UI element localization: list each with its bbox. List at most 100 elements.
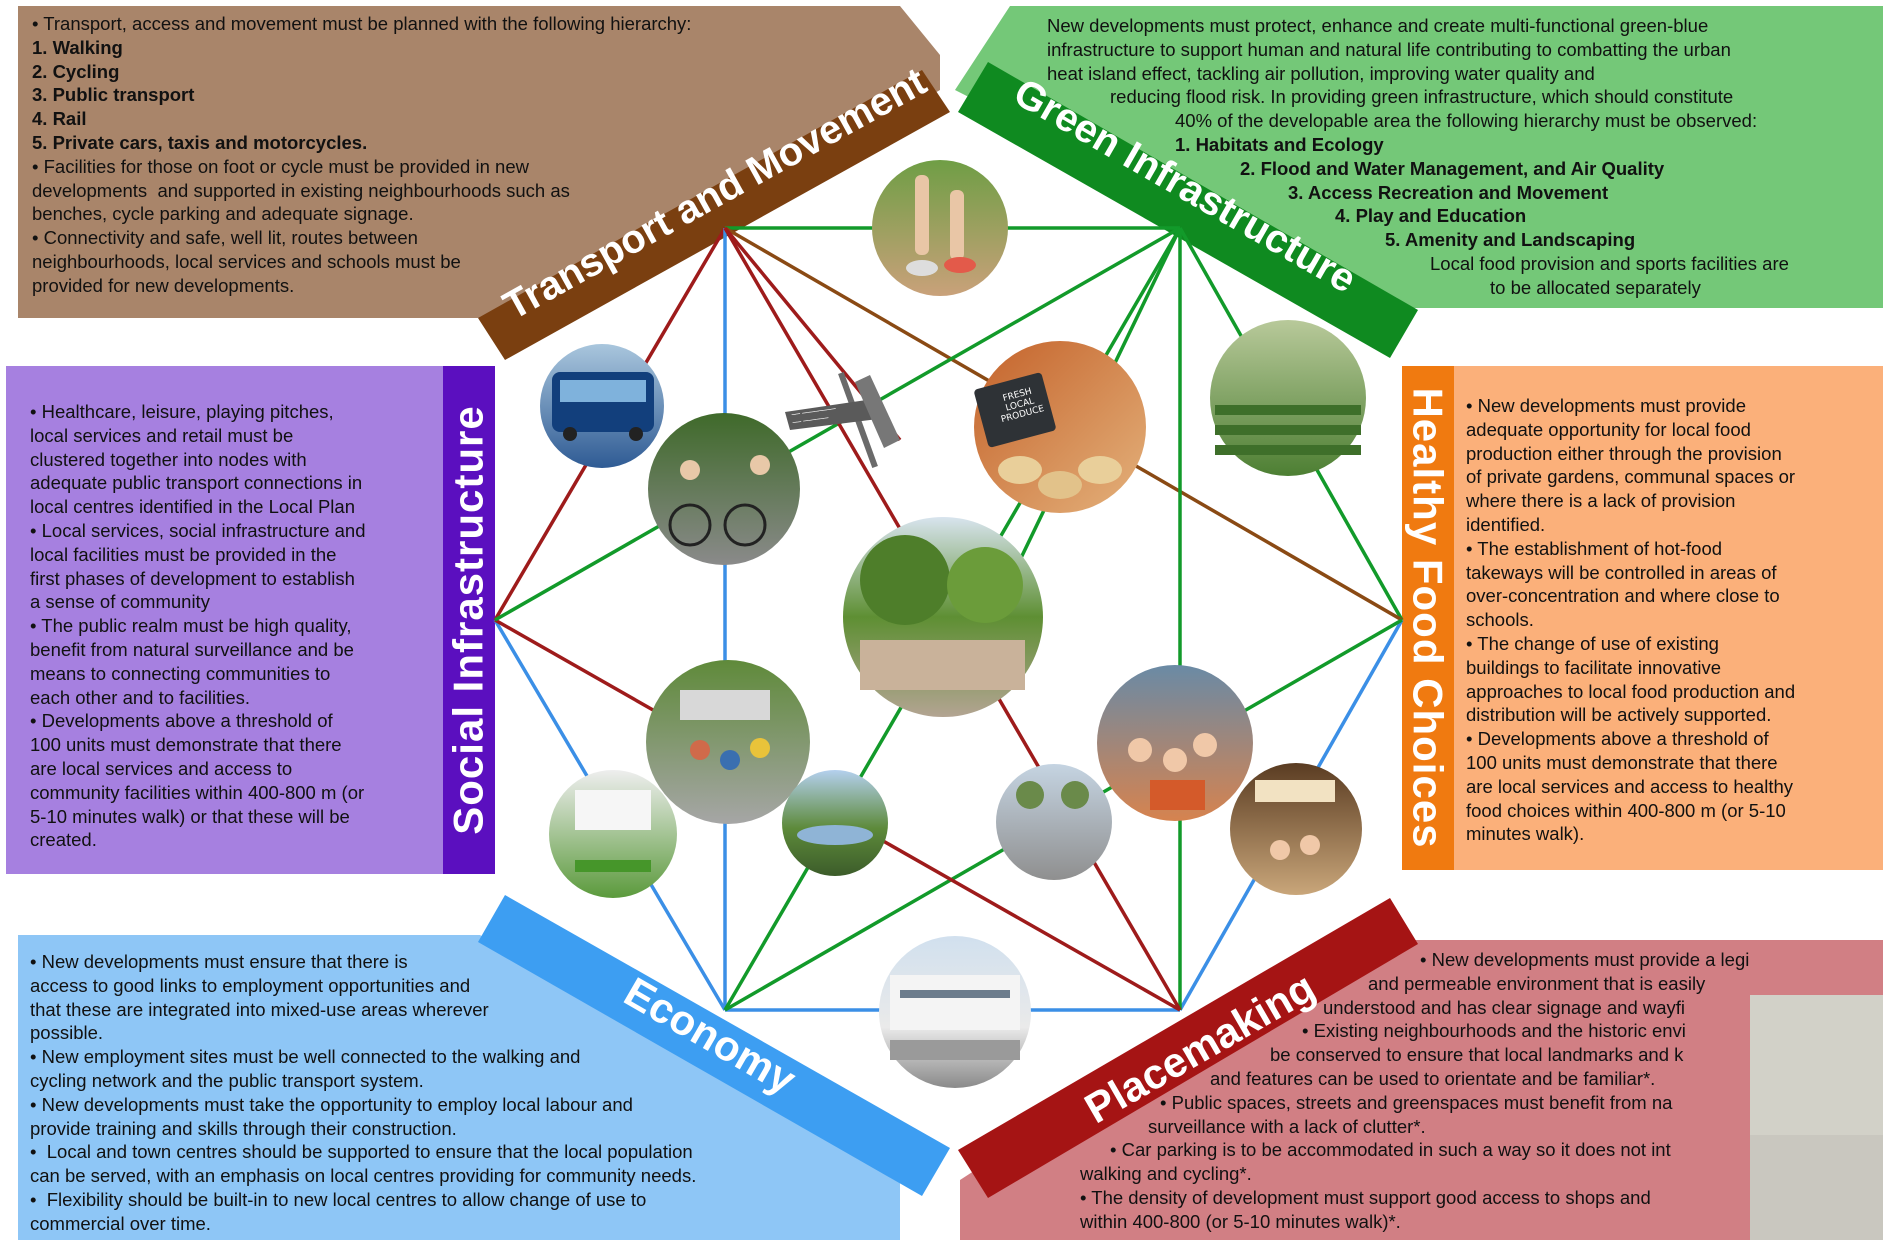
social-line: • Developments above a threshold of — [30, 710, 333, 732]
social-line: are local services and access to — [30, 757, 293, 779]
transport-band — [478, 70, 950, 360]
social-line: clustered together into nodes with — [30, 448, 307, 470]
food-line: • The establishment of hot-food — [1466, 537, 1723, 559]
place-line: • Car parking is to be accommodated in s… — [1110, 1139, 1671, 1161]
economy-text: • New developments must ensure that ther… — [30, 950, 870, 1236]
food-line: production either through the provision — [1466, 442, 1782, 464]
signpost-icon — [785, 371, 900, 469]
place-line: within 400-800 (or 5-10 minutes walk)*. — [1080, 1210, 1401, 1232]
photo-library-interior — [549, 770, 677, 898]
green-text: New developments must protect, enhance a… — [1000, 14, 1880, 300]
food-line: food choices within 400-800 m (or 5-10 — [1466, 799, 1786, 821]
transport-box-bg — [18, 6, 940, 318]
economy-box-bg — [18, 935, 900, 1240]
green-line: reducing flood risk. In providing green … — [1110, 86, 1734, 108]
transport-text: • Transport, access and movement must be… — [32, 12, 812, 298]
food-line: adequate opportunity for local food — [1466, 418, 1751, 440]
social-band — [443, 366, 495, 874]
food-line: 100 units must demonstrate that there — [1466, 751, 1778, 773]
transport-line: • Transport, access and movement must be… — [32, 13, 692, 34]
green-line: New developments must protect, enhance a… — [1047, 15, 1709, 36]
transport-line: 5. Private cars, taxis and motorcycles. — [32, 131, 368, 153]
economy-line: cycling network and the public transport… — [30, 1069, 424, 1091]
transport-line: 3. Public transport — [32, 84, 195, 106]
green-line: 5. Amenity and Landscaping — [1385, 229, 1636, 251]
social-text: • Healthcare, leisure, playing pitches, … — [30, 400, 440, 852]
green-line: 40% of the developable area the followin… — [1175, 110, 1758, 132]
economy-line: provide training and skills through thei… — [30, 1117, 457, 1139]
green-band — [958, 62, 1418, 358]
photo-plaza — [996, 764, 1112, 880]
food-line: over-concentration and where close to — [1466, 585, 1780, 607]
social-line: 100 units must demonstrate that there — [30, 734, 342, 756]
place-line: • Existing neighbourhoods and the histor… — [1302, 1020, 1686, 1042]
transport-line: 1. Walking — [32, 36, 123, 58]
green-line: 4. Play and Education — [1335, 205, 1527, 227]
photo-allotment — [1210, 320, 1366, 476]
social-line: adequate public transport connections in — [30, 472, 363, 494]
food-band — [1402, 366, 1454, 870]
food-line: • The change of use of existing — [1466, 632, 1719, 654]
photo-wetland — [782, 770, 888, 876]
transport-line: neighbourhoods, local services and schoo… — [32, 250, 461, 272]
place-line: and permeable environment that is easily — [1368, 972, 1706, 994]
photo-cycling — [648, 413, 800, 565]
social-line: • Healthcare, leisure, playing pitches, — [30, 401, 334, 422]
place-line: walking and cycling*. — [1080, 1163, 1252, 1185]
food-line: distribution will be actively supported. — [1466, 704, 1772, 726]
green-line: 3. Access Recreation and Movement — [1288, 181, 1609, 203]
photo-school-children — [1097, 665, 1253, 821]
place-box-bg — [960, 940, 1883, 1240]
food-title-text: Healthy Food Choices — [1405, 387, 1452, 849]
economy-line: • Flexibility should be built-in to new … — [30, 1188, 647, 1210]
transport-line: developments and supported in existing n… — [32, 179, 570, 201]
transport-line: provided for new developments. — [32, 274, 295, 296]
social-line: • The public realm must be high quality, — [30, 615, 352, 637]
place-line: • Public spaces, streets and greenspaces… — [1160, 1091, 1673, 1113]
economy-line: • Local and town centres should be suppo… — [30, 1141, 693, 1163]
photo-bus — [540, 344, 664, 468]
place-text: • New developments must provide a legibl… — [1080, 948, 1750, 1238]
economy-line: • New developments must ensure that ther… — [30, 951, 408, 972]
food-text: • New developments must provide adequate… — [1466, 394, 1876, 846]
economy-line: possible. — [30, 1022, 104, 1044]
photo-children-play — [646, 660, 810, 824]
economy-line: access to good links to employment oppor… — [30, 974, 471, 996]
food-line: buildings to facilitate innovative — [1466, 656, 1722, 678]
food-line: • New developments must provide — [1466, 395, 1746, 416]
economy-line: can be served, with an emphasis on local… — [30, 1165, 697, 1187]
green-line: to be allocated separately — [1490, 276, 1701, 298]
place-line: • The density of development must suppor… — [1080, 1186, 1651, 1208]
social-line: a sense of community — [30, 591, 210, 613]
place-line: • New developments must provide a legibl… — [1420, 949, 1750, 970]
food-line: are local services and access to healthy — [1466, 775, 1794, 797]
place-band — [958, 898, 1418, 1198]
green-line: heat island effect, tackling air polluti… — [1047, 62, 1595, 84]
economy-line: • New developments must take the opportu… — [30, 1093, 633, 1115]
food-line: schools. — [1466, 609, 1534, 631]
food-title: Healthy Food Choices — [1402, 366, 1454, 870]
green-box-bg — [955, 6, 1883, 308]
food-line: identified. — [1466, 513, 1546, 535]
social-line: local centres identified in the Local Pl… — [30, 496, 355, 518]
social-line: first phases of development to establish — [30, 567, 355, 589]
social-line: community facilities within 400-800 m (o… — [30, 781, 365, 803]
food-line: where there is a lack of provision — [1466, 490, 1736, 512]
transport-line: benches, cycle parking and adequate sign… — [32, 203, 414, 225]
green-line: 2. Flood and Water Management, and Air Q… — [1240, 157, 1665, 179]
social-line: benefit from natural surveillance and be — [30, 638, 354, 660]
transport-line: • Facilities for those on foot or cycle … — [32, 155, 529, 177]
green-line: infrastructure to support human and natu… — [1047, 38, 1731, 60]
economy-band — [478, 895, 950, 1196]
transport-line: 2. Cycling — [32, 60, 120, 82]
social-line: means to connecting communities to — [30, 662, 331, 684]
food-line: of private gardens, communal spaces or — [1466, 466, 1796, 488]
food-line: • Developments above a threshold of — [1466, 728, 1769, 750]
social-box-bg — [6, 366, 495, 874]
place-line: and features can be used to orientate an… — [1210, 1067, 1656, 1089]
social-line: created. — [30, 829, 97, 851]
social-title: Social Infrastructure — [443, 366, 495, 874]
economy-line: • New employment sites must be well conn… — [30, 1046, 581, 1068]
